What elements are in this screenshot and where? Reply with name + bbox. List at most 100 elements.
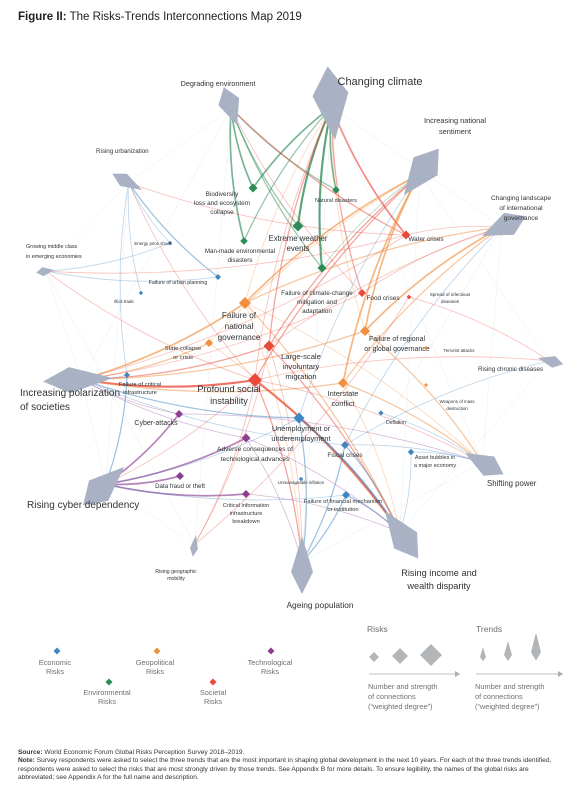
risk-label-natgov: Failure of xyxy=(222,311,257,320)
edge-climate-shifting xyxy=(331,106,483,463)
trend-node-mobility xyxy=(190,535,198,557)
risk-node-climatefail xyxy=(317,263,327,273)
risk-label-interstate: conflict xyxy=(331,399,354,408)
source-text: World Economic Forum Global Risks Percep… xyxy=(44,749,245,756)
trend-label-income: wealth disparity xyxy=(406,581,471,591)
risk-node-energy xyxy=(167,240,173,246)
risk-label-statecollapse: or crisis xyxy=(173,355,193,361)
edge-income-critinfo xyxy=(245,493,401,533)
risk-node-deflation xyxy=(378,410,384,416)
risk-label-financial: Failure of financial mechanism xyxy=(304,499,382,505)
risk-node-critinfra xyxy=(124,372,130,378)
edge-landscape-ageing xyxy=(301,227,502,563)
edge-climate-weather xyxy=(296,106,333,227)
edge-urban-water xyxy=(128,182,407,236)
edge-sentiment-migration xyxy=(268,173,421,347)
trend-label-income: Rising income and xyxy=(401,568,477,578)
edge-shifting-cyberatt xyxy=(178,413,483,463)
risk-label-critinfra: infrastructure xyxy=(123,390,157,396)
risk-label-fiscal: Fiscal crises xyxy=(327,452,362,459)
risk-node-regional xyxy=(360,326,370,336)
risk-label-water: Water crises xyxy=(408,236,443,243)
trend-label-urban: Rising urbanization xyxy=(96,148,149,155)
edge-degrading-food xyxy=(230,107,363,294)
legend-label-societal: Societal xyxy=(200,688,227,697)
risk-node-interstate xyxy=(338,378,348,388)
edge-ageing-financial xyxy=(301,494,347,563)
legend-label-economic: Economic xyxy=(39,658,72,667)
legend-caption-trends: Number and strength xyxy=(475,682,544,691)
legend-label-economic-line2: Risks xyxy=(46,667,64,676)
trend-label-sentiment: sentiment xyxy=(439,127,471,136)
risk-label-biodiv: collapse xyxy=(210,209,234,216)
risk-label-bubble_old: Illicit trade xyxy=(114,299,134,304)
risk-label-inflation: Unmanageable inflation xyxy=(278,480,325,485)
legend-swatch-technological xyxy=(267,647,275,655)
legend-risk-size-1 xyxy=(369,652,379,662)
edge-degrading-climatefail xyxy=(230,107,323,269)
edge-degrading-water xyxy=(230,107,407,236)
edge-climate-regional xyxy=(331,106,366,332)
edge-cyber-mobility xyxy=(105,484,195,545)
risk-label-weather: Extreme weather xyxy=(269,234,328,243)
risk-node-adverse xyxy=(241,433,251,443)
trend-node-degrading xyxy=(218,87,240,125)
legend-caption-risks: of connections xyxy=(368,692,416,701)
edge-ageing-social xyxy=(254,379,303,563)
legend-risk-size-2 xyxy=(392,648,408,664)
risk-label-interstate: Interstate xyxy=(328,389,359,398)
trend-label-chronic: Rising chronic diseases xyxy=(478,366,543,373)
trend-label-polar: Increasing polarization xyxy=(20,388,120,399)
edge-polar-adverse xyxy=(81,379,247,439)
trend-label-shifting: Shifting power xyxy=(487,479,537,488)
risk-label-critinfo: Critical information xyxy=(223,503,269,509)
legend-caption-trends: of connections xyxy=(475,692,523,701)
edge-polar-interstate xyxy=(81,378,344,393)
trend-node-cyber xyxy=(83,467,124,506)
risk-label-datafraud: Data fraud or theft xyxy=(155,483,205,490)
risk-node-statecollapse xyxy=(205,339,213,347)
risk-node-inflation xyxy=(298,476,304,482)
risk-label-critinfra: Failure of critical xyxy=(119,382,161,388)
risk-label-adverse: technological advances xyxy=(221,456,290,463)
risk-label-biodiv: loss and ecosystem xyxy=(194,200,250,207)
risk-label-critinfo: breakdown xyxy=(232,519,259,525)
edge-urban-urbanplan xyxy=(128,182,219,278)
trend-node-ageing xyxy=(291,536,313,594)
edge-middle-polar xyxy=(45,271,82,380)
edge-degrading-weather xyxy=(230,107,299,227)
edge-degrading-urban xyxy=(128,107,232,183)
edge-climate-manmade xyxy=(243,106,333,242)
edge-urban-critinfra xyxy=(119,182,129,376)
risk-node-weather xyxy=(292,220,304,232)
risk-label-manmade: disasters xyxy=(228,257,253,264)
legend-swatch-environmental xyxy=(105,678,113,686)
risk-label-migration: migration xyxy=(285,372,316,381)
risk-label-natgov: national xyxy=(225,322,254,331)
risk-label-climatefail: mitigation and xyxy=(297,299,337,306)
edge-mobility-migration xyxy=(194,345,270,545)
risk-label-wmd: Weapons of mass xyxy=(439,399,475,404)
legend-trend-size-1 xyxy=(480,647,486,662)
risk-label-energy: Energy price shock xyxy=(134,241,172,246)
edge-polar-unemploy xyxy=(81,378,300,419)
edge-income-interstate xyxy=(342,382,401,533)
risk-node-infectious xyxy=(406,294,412,300)
risk-label-financial: or institution xyxy=(327,507,358,513)
risk-label-biodiv: Biodiversity xyxy=(206,191,239,198)
legend-swatch-societal xyxy=(209,678,217,686)
note-line: Note: Survey respondents were asked to s… xyxy=(18,757,566,782)
edge-shifting-natgov xyxy=(244,302,483,463)
figure-number: Figure II: xyxy=(18,11,67,23)
edge-mobility-infectious xyxy=(194,296,410,546)
legend-arrow-head-2 xyxy=(558,671,563,677)
trend-label-sentiment: Increasing national xyxy=(424,116,486,125)
risk-label-terror: Terrorist attacks xyxy=(444,348,476,353)
risk-label-natgov: governance xyxy=(218,333,261,342)
edge-chronic-fiscal xyxy=(344,360,550,446)
edge-shifting-fiscal xyxy=(344,444,483,463)
edge-shifting-regional xyxy=(364,330,483,463)
risk-label-urbanplan: Failure of urban planning xyxy=(149,280,208,286)
edge-landscape-food xyxy=(361,226,502,294)
